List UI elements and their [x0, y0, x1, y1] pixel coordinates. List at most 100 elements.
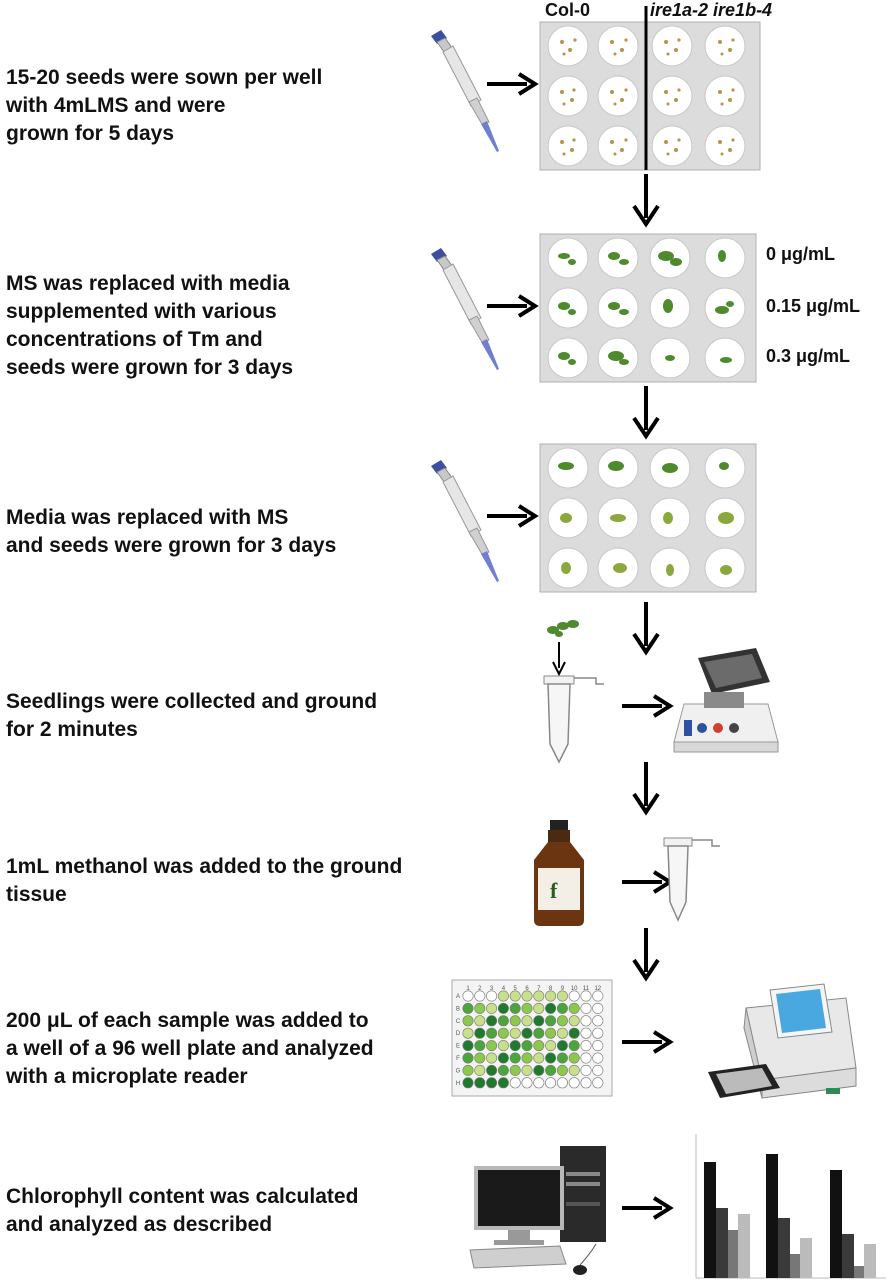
plate96-well	[556, 1064, 568, 1076]
plate96-well	[497, 1027, 509, 1039]
plate96-well	[497, 1002, 509, 1014]
plate96-row-label: G	[456, 1068, 461, 1074]
step-4-line-1: Seedlings were collected and ground	[6, 690, 378, 713]
plate96-well	[592, 1040, 604, 1052]
plate96-well	[521, 1064, 533, 1076]
methanol-bottle-icon: f	[534, 820, 584, 926]
plate96-well	[533, 1002, 545, 1014]
plate96-well	[462, 1052, 474, 1064]
plate96-well	[556, 1040, 568, 1052]
step-6-line-2: a well of a 96 well plate and analyzed	[6, 1037, 374, 1060]
arrow-down-3	[632, 602, 660, 656]
plate96-row-label: H	[456, 1081, 460, 1087]
plate96-row-label: A	[456, 994, 460, 1000]
plate96-well	[533, 990, 545, 1002]
step-5-line-1: 1mL methanol was added to the ground	[6, 855, 403, 878]
plate96-well	[521, 1052, 533, 1064]
concentration-03-label: 0.3 μg/mL	[766, 346, 851, 366]
concentration-015-label: 0.15 μg/mL	[766, 296, 861, 316]
homogenizer-icon	[673, 648, 779, 753]
plate96-well	[592, 1015, 604, 1027]
plate96-well	[474, 1002, 486, 1014]
plate96-well	[533, 1052, 545, 1064]
arrow-down-1	[632, 174, 660, 228]
plate96-well	[545, 1077, 557, 1089]
plate96-well	[592, 1064, 604, 1076]
plate96-well	[474, 1027, 486, 1039]
step-1-line-1: 15-20 seeds were sown per well	[6, 66, 323, 89]
plate96-well	[568, 1040, 580, 1052]
pipette-icon	[431, 30, 499, 152]
plate96-well	[521, 1027, 533, 1039]
computer-icon	[469, 1146, 606, 1275]
arrow-down-2	[632, 386, 660, 440]
plate96-well	[568, 1027, 580, 1039]
step-4-line-2: for 2 minutes	[6, 718, 138, 741]
plate96-well	[545, 1052, 557, 1064]
arrow-down-small	[552, 642, 566, 677]
plate96-well	[521, 990, 533, 1002]
plate96-well	[462, 1027, 474, 1039]
plate96-row-label: F	[456, 1056, 460, 1062]
plate96-well	[533, 1064, 545, 1076]
plate96-well	[497, 1052, 509, 1064]
plate96-well	[580, 1040, 592, 1052]
step-2-line-2: supplemented with various	[6, 300, 277, 323]
step-6-line-1: 200 μL of each sample was added to	[6, 1009, 369, 1032]
bar-chart-icon	[695, 1134, 886, 1279]
plate96-well	[509, 1064, 521, 1076]
plate96-well	[545, 990, 557, 1002]
plate96-well	[509, 1027, 521, 1039]
arrow-right-4	[622, 694, 674, 718]
plate96-well	[580, 1002, 592, 1014]
plate96-well	[462, 1002, 474, 1014]
plate96-well	[556, 1077, 568, 1089]
svg-text:f: f	[550, 878, 558, 903]
plate96-well	[580, 1064, 592, 1076]
step-7-text: Chlorophyll content was calculated and a…	[6, 1183, 358, 1239]
step-6-text: 200 μL of each sample was added to a wel…	[6, 1007, 374, 1091]
arrow-down-5	[632, 928, 660, 982]
plate96-col-label: 12	[594, 986, 601, 992]
step-7-line-1: Chlorophyll content was calculated	[6, 1185, 359, 1208]
plate96-well	[509, 1040, 521, 1052]
plate96-well	[462, 1040, 474, 1052]
step-5-text: 1mL methanol was added to the ground tis…	[6, 853, 402, 909]
plate96-col-label: 11	[583, 986, 590, 992]
plate96-well	[497, 1015, 509, 1027]
step-1-line-2: with 4mLMS and were	[6, 94, 226, 117]
plate96-well	[486, 1002, 498, 1014]
step-2-text: MS was replaced with media supplemented …	[6, 270, 293, 382]
plate96-row-label: B	[456, 1006, 460, 1012]
plate96-well	[568, 1064, 580, 1076]
plate96-well	[486, 990, 498, 1002]
plate96-well	[486, 1052, 498, 1064]
plate96-well	[474, 1064, 486, 1076]
arrow-right-2	[487, 294, 539, 318]
plate96-col-label: 2	[478, 986, 482, 992]
step-2-line-3: concentrations of Tm and	[6, 328, 263, 351]
plate96-well	[545, 1002, 557, 1014]
plate96-row-label: C	[456, 1019, 461, 1025]
step-3-line-2: and seeds were grown for 3 days	[6, 534, 337, 557]
arrow-right-3	[487, 504, 539, 528]
plate96-well	[568, 1002, 580, 1014]
plate96-well	[521, 1002, 533, 1014]
plate96-well	[509, 1077, 521, 1089]
step-3-line-1: Media was replaced with MS	[6, 506, 289, 529]
plate96-well	[568, 990, 580, 1002]
recovery-plate	[539, 443, 757, 593]
step-2-line-1: MS was replaced with media	[6, 272, 290, 295]
plate96-well	[580, 1077, 592, 1089]
plate96-well	[568, 1077, 580, 1089]
plate96-well	[474, 1077, 486, 1089]
plate96-well	[533, 1077, 545, 1089]
col0-label: Col-0	[545, 0, 590, 20]
plate96-row-label: D	[456, 1031, 461, 1037]
plate96-col-label: 4	[502, 986, 506, 992]
plate96-well	[556, 990, 568, 1002]
step-3-text: Media was replaced with MS and seeds wer…	[6, 504, 336, 560]
step-6-line-3: with a microplate reader	[6, 1065, 248, 1088]
plate96-well	[497, 1064, 509, 1076]
